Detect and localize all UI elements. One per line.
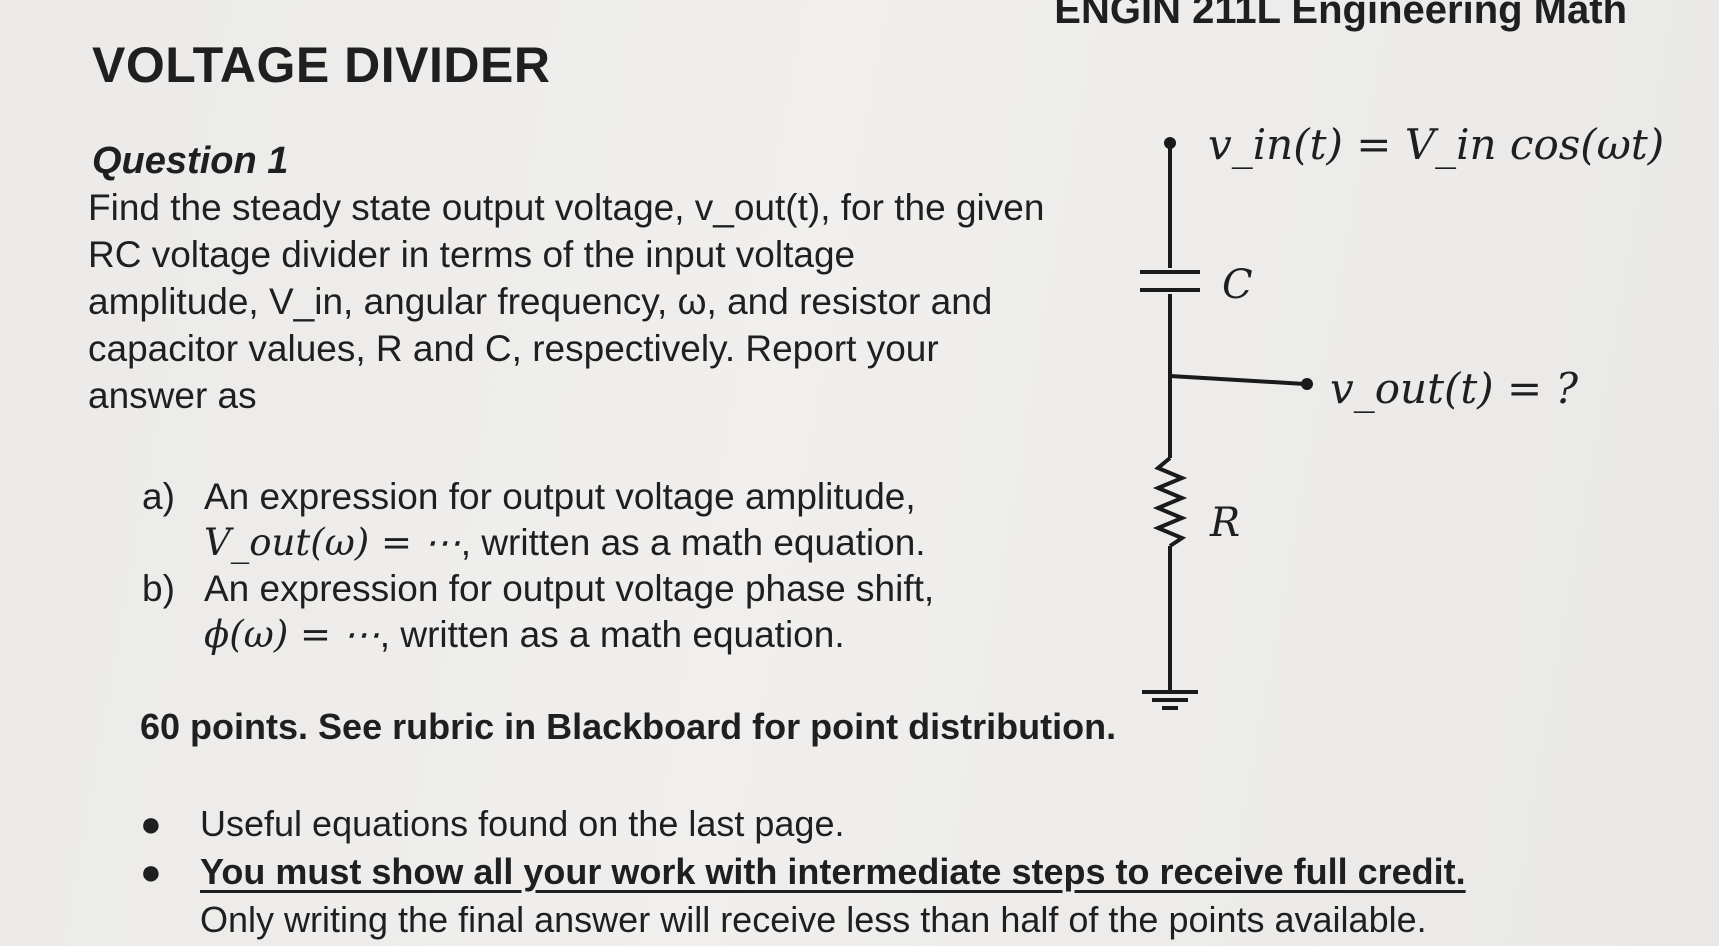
bullet-icon: ● — [140, 803, 162, 844]
course-header: ENGIN 211L Engineering Math — [1054, 0, 1627, 32]
input-voltage-label: v_in(t) = V_in cos(ωt) — [1208, 120, 1665, 169]
part-a: a) An expression for output voltage ampl… — [142, 474, 934, 566]
note-item: ● You must show all your work with interm… — [140, 848, 1466, 896]
note-item: ● Useful equations found on the last page… — [140, 800, 1466, 848]
question-line-2: RC voltage divider in terms of the input… — [88, 234, 856, 275]
question-line-1: Find the steady state output voltage, v_… — [88, 187, 1045, 228]
part-a-line-2-text: , written as a math equation. — [460, 522, 926, 563]
note-item: Only writing the final answer will recei… — [140, 896, 1466, 944]
resistor-zigzag — [1152, 456, 1188, 548]
part-b: b) An expression for output voltage phas… — [142, 566, 934, 658]
wire-output — [1169, 374, 1306, 386]
part-b-line-1: An expression for output voltage phase s… — [204, 568, 935, 609]
part-b-math: ϕ(ω) = ⋯ — [204, 613, 380, 656]
notes-list: ● Useful equations found on the last page… — [140, 800, 1466, 944]
bullet-icon: ● — [140, 851, 162, 892]
part-b-line-2-text: , written as a math equation. — [379, 614, 845, 655]
part-a-math: V_out(ω) = ⋯ — [204, 521, 461, 564]
note-text: Useful equations found on the last page. — [200, 803, 845, 844]
question-line-5: answer as — [88, 375, 257, 416]
part-a-label: a) — [142, 476, 175, 517]
input-node — [1164, 137, 1176, 149]
question-body: Find the steady state output voltage, v_… — [88, 184, 1128, 419]
page-title: VOLTAGE DIVIDER — [92, 37, 551, 93]
question-line-4: capacitor values, R and C, respectively.… — [88, 328, 939, 369]
part-a-line-1: An expression for output voltage amplitu… — [204, 476, 916, 517]
part-a-line-2: V_out(ω) = ⋯, written as a math equation… — [204, 520, 934, 566]
question-parts: a) An expression for output voltage ampl… — [142, 474, 934, 658]
points-statement: 60 points. See rubric in Blackboard for … — [140, 706, 1117, 747]
resistor-label: R — [1210, 500, 1241, 546]
question-line-3: amplitude, V_in, angular frequency, ω, a… — [88, 281, 993, 322]
output-node — [1301, 378, 1313, 390]
part-b-line-2: ϕ(ω) = ⋯, written as a math equation. — [204, 612, 934, 658]
capacitor-label: C — [1222, 262, 1253, 308]
question-heading: Question 1 — [92, 140, 289, 182]
part-b-label: b) — [142, 568, 175, 609]
output-voltage-label: v_out(t) = ? — [1330, 364, 1579, 413]
note-text-emphasis: You must show all your work with interme… — [200, 851, 1466, 892]
note-text: Only writing the final answer will recei… — [200, 899, 1427, 940]
